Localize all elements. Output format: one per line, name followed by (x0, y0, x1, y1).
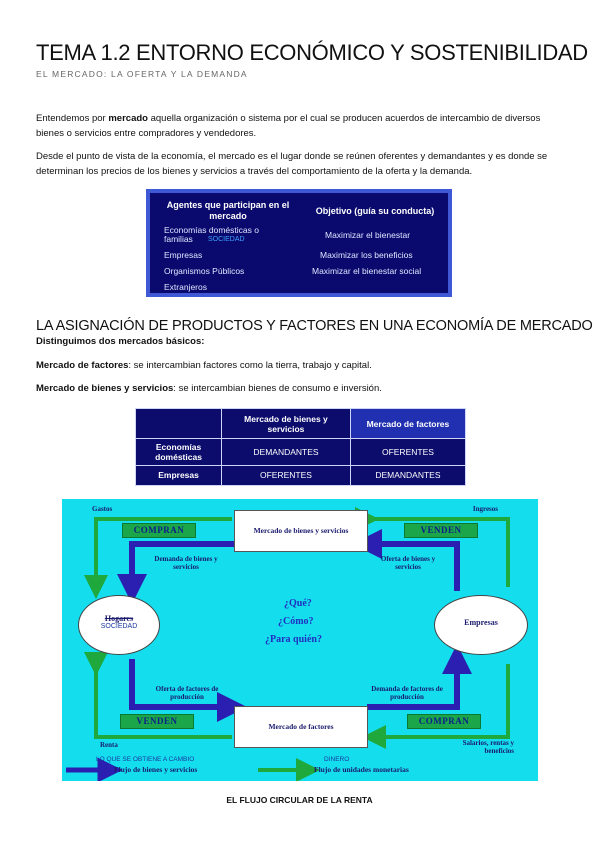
page-subtitle: EL MERCADO: LA OFERTA Y LA DEMANDA (36, 69, 248, 79)
table-row-label: Empresas (134, 464, 223, 487)
buy-label-top: COMPRAN (122, 523, 196, 538)
buy-label-bottom: COMPRAN (407, 714, 481, 729)
legend-note-money: DINERO (324, 756, 350, 763)
real-flow-bottom-right (367, 644, 472, 710)
market-factors-label: Mercado de factores (36, 360, 129, 371)
table-cell: OFERENTES (349, 438, 467, 466)
table-header: Mercado de bienes y servicios (221, 407, 351, 440)
companies-node: Empresas (434, 595, 528, 655)
households-node: Hogares SOCIEDAD (78, 595, 160, 655)
sociedad-annotation: SOCIEDAD (208, 236, 245, 243)
agent-cell: Organismos Públicos (164, 266, 245, 276)
intro-text: Entendemos por (36, 113, 109, 124)
flow-arrows (66, 507, 510, 781)
agent-cell: Economías domésticas o familias (164, 225, 259, 244)
income-label: Ingresos (472, 505, 498, 513)
intro-paragraph-1: Entendemos por mercado aquella organizac… (36, 112, 566, 141)
intro-paragraph-2: Desde el punto de vista de la economía, … (36, 151, 548, 177)
money-flow-left (84, 652, 232, 739)
agents-col2-header: Objetivo (guía su conducta) (315, 206, 435, 216)
agent-cell: Extranjeros (164, 282, 207, 292)
market-goods-text: : se intercambian bienes de consumo e in… (173, 383, 382, 394)
legend-note-real: LO QUE SE OBTIENE A CAMBIO (96, 756, 195, 763)
diagram-caption: EL FLUJO CIRCULAR DE LA RENTA (226, 795, 373, 805)
market-factors-text: : se intercambian factores como la tierr… (128, 360, 372, 371)
market-factors-line: Mercado de factores: se intercambian fac… (36, 360, 372, 371)
sell-label-top: VENDEN (404, 523, 478, 538)
agents-table: Agentes que participan en el mercado Obj… (146, 189, 452, 297)
legend-real-flow: Flujo de bienes y servicios (114, 765, 198, 774)
money-flow-right (362, 664, 510, 749)
expenses-label: Gastos (92, 505, 113, 513)
goods-supply-label: Oferta de bienes y servicios (380, 555, 436, 571)
question-how: ¿Cómo? (278, 616, 314, 627)
legend-money-flow: Flujo de unidades monetarias (314, 765, 409, 774)
goods-market-box: Mercado de bienes y servicios (234, 510, 368, 552)
goods-demand-label: Demanda de bienes y servicios (154, 555, 218, 571)
factors-market-box: Mercado de factores (234, 706, 368, 748)
table-corner (134, 407, 223, 440)
households-label: Hogares (104, 614, 134, 623)
market-goods-line: Mercado de bienes y servicios: se interc… (36, 383, 382, 394)
market-goods-label: Mercado de bienes y servicios (36, 383, 174, 394)
sell-label-bottom: VENDEN (120, 714, 194, 729)
table-cell: OFERENTES (221, 464, 351, 487)
table-cell: DEMANDANTES (349, 464, 467, 487)
question-for-whom: ¿Para quién? (265, 634, 322, 645)
section-lead: Distinguimos dos mercados básicos: (36, 336, 205, 347)
money-flow-top-right (355, 507, 510, 587)
table-header: Mercado de factores (349, 407, 467, 440)
rent-label: Renta (100, 741, 118, 749)
table-cell: DEMANDANTES (221, 438, 351, 466)
goal-cell: Maximizar el bienestar social (312, 266, 422, 276)
real-flow-top-left (117, 541, 234, 604)
agents-col1-header: Agentes que participan en el mercado (166, 200, 290, 221)
table-row-label: Economías domésticas (134, 438, 223, 466)
factor-demand-label: Demanda de factores de producción (371, 685, 443, 701)
agent-cell: Empresas (164, 250, 203, 260)
money-flow-top-left (84, 517, 232, 599)
intro-text: aquella organización o sistema por el cu… (36, 113, 541, 139)
real-flow-bottom-left (129, 659, 247, 722)
section-heading: LA ASIGNACIÓN DE PRODUCTOS Y FACTORES EN… (36, 318, 593, 334)
markets-table: Mercado de bienes y servicios Mercado de… (134, 407, 467, 487)
real-flow-top-right (352, 529, 460, 591)
question-what: ¿Qué? (284, 598, 312, 609)
page-title: TEMA 1.2 ENTORNO ECONÓMICO Y SOSTENIBILI… (36, 40, 588, 65)
households-note: SOCIEDAD (100, 623, 138, 630)
companies-label: Empresas (464, 618, 498, 627)
intro-term: mercado (108, 113, 148, 124)
salaries-label: Salarios, rentas y beneficios (462, 739, 514, 755)
circular-flow-diagram: Mercado de bienes y servicios Mercado de… (62, 499, 538, 781)
factor-supply-label: Oferta de factores de producción (155, 685, 219, 701)
goal-cell: Maximizar el bienestar (325, 230, 411, 240)
goal-cell: Maximizar los beneficios (320, 250, 413, 260)
